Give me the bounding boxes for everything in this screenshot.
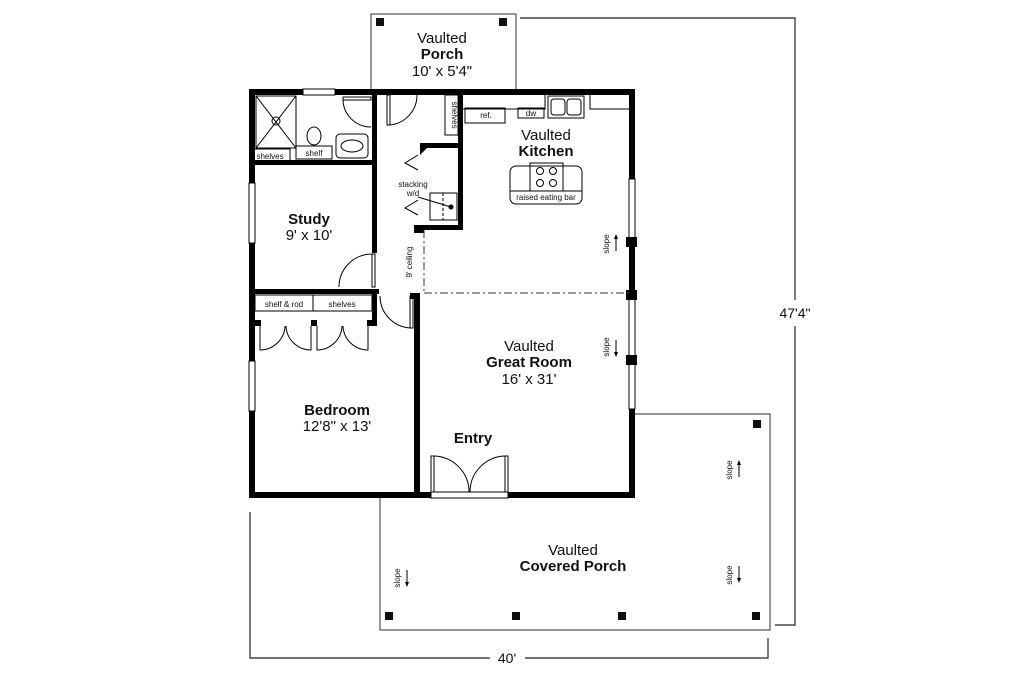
refrigerator-icon [464, 107, 506, 124]
great-room-size: 16' x 31' [502, 371, 557, 388]
study: Study 9' x 10' [286, 211, 376, 288]
stacking-label: stacking [398, 180, 427, 189]
ref-label: ref. [480, 111, 492, 120]
porch-post [376, 18, 384, 26]
bedroom: Bedroom 12'8" x 13' [303, 402, 372, 435]
great-room-name: Great Room [486, 354, 572, 371]
island [509, 165, 583, 205]
shelves-label: shelves [256, 152, 283, 161]
hall-shelves-label: shelves [450, 101, 459, 128]
kitchen: ref. dw Vaulted Kitchen raised eating ba… [463, 95, 629, 254]
great-room-label: Vaulted [504, 338, 554, 355]
shelf-label: shelf [306, 149, 324, 158]
ceiling-note: 9' ceiling [405, 247, 414, 278]
bedroom-closet: shelf & rod shelves [254, 294, 414, 351]
exterior-walls [248, 88, 637, 498]
dw-label: dw [526, 109, 536, 118]
kitchen-slope-label: slope [602, 234, 611, 254]
closet-shelves-label: shelves [328, 300, 355, 309]
hall: shelves stacking w/d 9' ceiling [386, 94, 459, 293]
study-name: Study [288, 211, 330, 228]
dimension-lines: 40' 47'4" [249, 17, 811, 666]
bedroom-name: Bedroom [304, 402, 370, 419]
great-room-slope-label: slope [602, 337, 611, 357]
cooktop-icon [529, 162, 564, 192]
shelf-rod-label: shelf & rod [265, 300, 303, 309]
eating-bar-label: raised eating bar [516, 193, 576, 202]
porch-post [499, 18, 507, 26]
porch-left-slope-label: slope [393, 568, 402, 588]
bedroom-size: 12'8" x 13' [303, 418, 372, 435]
sink-icon [547, 95, 585, 119]
porch-right-slope-label: slope [725, 565, 734, 585]
toilet-icon [306, 126, 322, 146]
rear-porch-name: Porch [421, 46, 464, 63]
kitchen-name: Kitchen [518, 143, 573, 160]
covered-porch-label: Vaulted [548, 542, 598, 559]
rear-porch: Vaulted Porch 10' x 5'4" [370, 13, 517, 93]
side-porch-slope-label: slope [725, 460, 734, 480]
bathroom: shelf shelves [249, 95, 372, 162]
rear-porch-label: Vaulted [417, 30, 467, 47]
depth-dimension: 47'4" [779, 305, 810, 321]
wd-label: w/d [406, 189, 419, 198]
interior-walls [249, 95, 463, 498]
rear-porch-size: 10' x 5'4" [412, 63, 472, 80]
study-size: 9' x 10' [286, 227, 333, 244]
covered-porch-name: Covered Porch [520, 558, 627, 575]
sink-icon [335, 133, 369, 159]
great-room: Vaulted Great Room 16' x 31' slope Entry [430, 337, 618, 499]
covered-porch: Vaulted Covered Porch slope slope slope [379, 413, 771, 631]
width-dimension: 40' [498, 650, 516, 666]
dishwasher-icon [517, 107, 545, 119]
entry-name: Entry [454, 430, 493, 447]
entry-door[interactable] [430, 455, 509, 499]
kitchen-label: Vaulted [521, 127, 571, 144]
